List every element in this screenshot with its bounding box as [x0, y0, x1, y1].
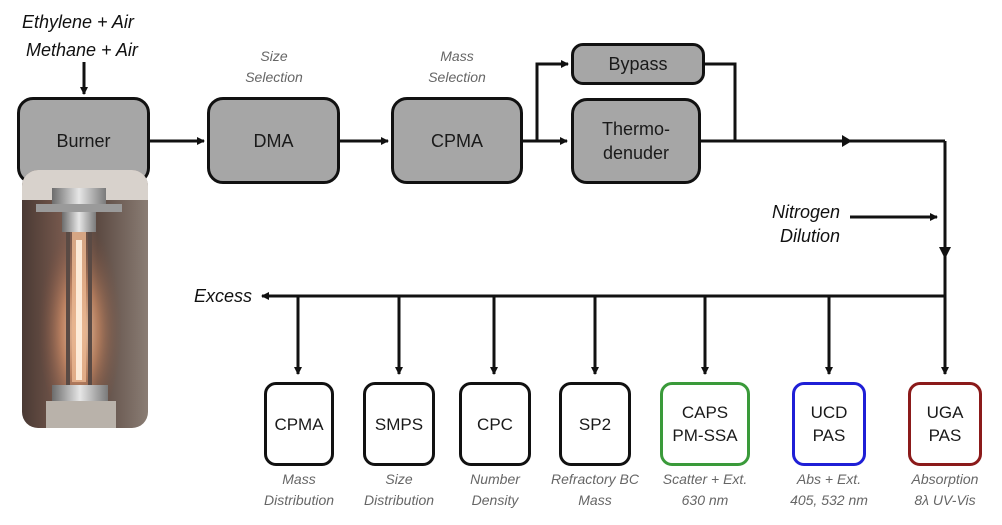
instrument-label: CPMA: [274, 414, 324, 434]
dma-box: DMA: [207, 97, 340, 184]
cpma-to-bypass-arrow: [535, 60, 569, 141]
nitrogen-dilution-label: Nitrogen Dilution: [771, 202, 840, 246]
instrument-caption: Abs + Ext. 405, 532 nm: [790, 471, 868, 508]
instrument-box-4: CAPS PM-SSA: [660, 382, 750, 466]
bypass-box: Bypass: [571, 43, 705, 85]
instrument-box-3: SP2: [559, 382, 631, 466]
instrument-label: UCD PAS: [810, 403, 848, 445]
input-ethylene-air: Ethylene + Air: [22, 12, 134, 32]
flame-photo: [22, 170, 148, 428]
bypass-label: Bypass: [608, 54, 668, 74]
instrument-caption: Mass Distribution: [263, 471, 335, 508]
instrument-caption: Scatter + Ext. 630 nm: [662, 471, 748, 508]
instrument-label: CPC: [477, 414, 513, 434]
cpma-caption: Mass Selection: [428, 48, 486, 85]
instrument-caption: Number Density: [470, 471, 520, 508]
cpma-selection-label: CPMA: [430, 130, 483, 151]
instrument-box-5: UCD PAS: [792, 382, 866, 466]
instrument-box-1: SMPS: [363, 382, 435, 466]
instrument-label: UGA PAS: [926, 403, 964, 445]
bypass-return-line: [705, 62, 737, 141]
instrument-box-0: CPMA: [264, 382, 334, 466]
cpma-selection-box: CPMA: [391, 97, 523, 184]
burner-label: Burner: [56, 130, 111, 151]
dma-caption: Size Selection: [245, 48, 303, 85]
dma-label: DMA: [253, 130, 294, 151]
instrument-caption: Size Distribution: [363, 471, 435, 508]
instrument-caption: Absorption 8λ UV-Vis: [911, 471, 979, 508]
instrument-label: CAPS PM-SSA: [672, 403, 738, 445]
instrument-caption: Refractory BC Mass: [551, 471, 639, 508]
instrument-box-6: UGA PAS: [908, 382, 982, 466]
instrument-label: SMPS: [374, 414, 424, 434]
excess-label: Excess: [194, 286, 253, 306]
instrument-label: SP2: [578, 414, 612, 434]
thermodenuder-label: Thermo- denuder: [601, 119, 670, 163]
input-methane-air: Methane + Air: [26, 40, 138, 60]
thermodenuder-box: Thermo- denuder: [571, 98, 701, 184]
instrument-box-2: CPC: [459, 382, 531, 466]
